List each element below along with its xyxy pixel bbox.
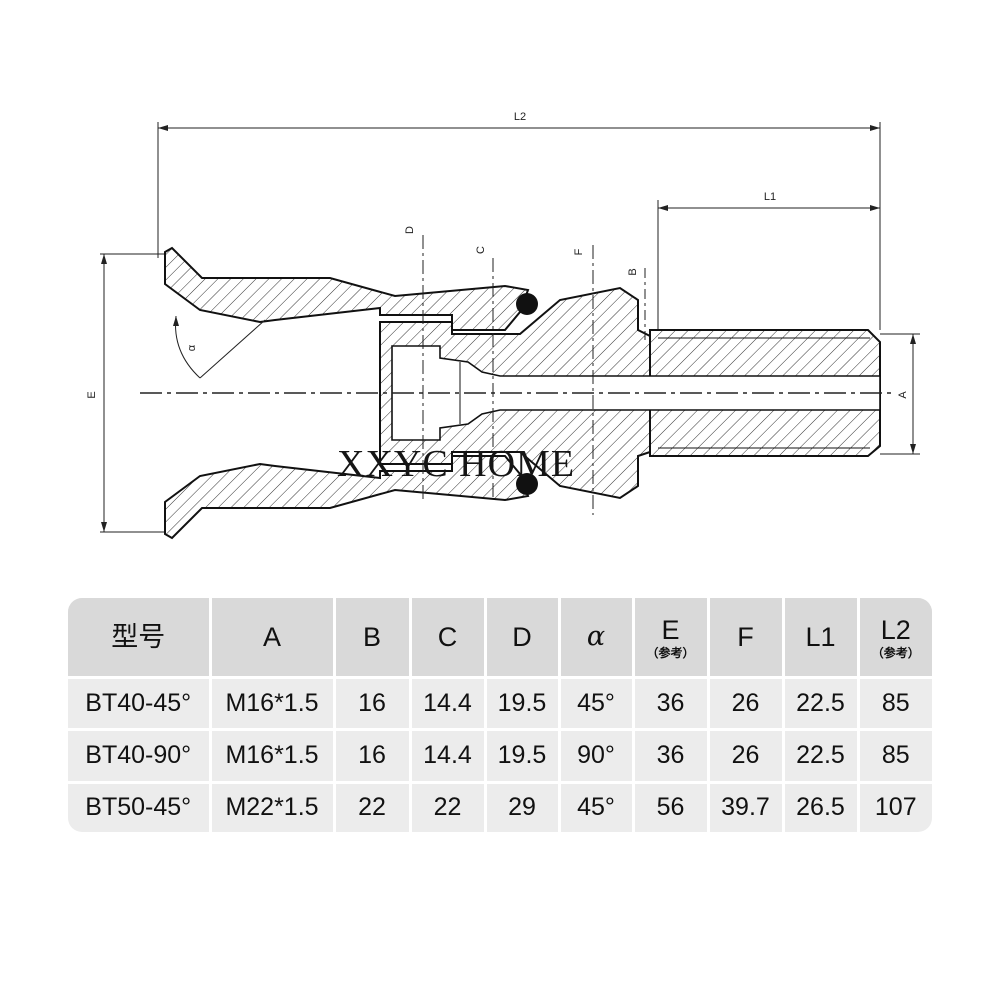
- cell-model: BT50-45°: [68, 782, 212, 832]
- cell-l2: 85: [858, 729, 932, 784]
- spec-table: 型号 A B C D α E（参考） F L1 L2（参考） BT40-45° …: [68, 598, 932, 832]
- cell-alpha: 45°: [559, 677, 635, 732]
- cell-f: 26: [708, 677, 785, 732]
- cell-model: BT40-90°: [68, 729, 212, 784]
- cell-l1: 22.5: [783, 729, 860, 784]
- header-model: 型号: [68, 598, 212, 679]
- label-e: E: [86, 391, 98, 398]
- label-b: B: [627, 268, 639, 275]
- cell-d: 19.5: [485, 729, 561, 784]
- label-l1: L1: [764, 191, 776, 203]
- header-l2: L2（参考）: [858, 598, 932, 679]
- label-l2: L2: [514, 111, 526, 123]
- header-d: D: [485, 598, 561, 679]
- label-d: D: [404, 226, 416, 234]
- cell-f: 39.7: [708, 782, 785, 832]
- header-alpha: α: [559, 598, 635, 679]
- watermark: XXYC HOME: [337, 443, 576, 485]
- header-a: A: [210, 598, 336, 679]
- header-f: F: [708, 598, 785, 679]
- cell-c: 14.4: [410, 729, 487, 784]
- cell-alpha: 45°: [559, 782, 635, 832]
- cell-e: 36: [633, 677, 710, 732]
- header-l1: L1: [783, 598, 860, 679]
- dimension-e: E: [86, 253, 165, 533]
- table-row: BT40-90° M16*1.5 16 14.4 19.5 90° 36 26 …: [68, 729, 932, 784]
- cell-l2: 85: [858, 677, 932, 732]
- technical-drawing: L2 L1 E A: [86, 111, 920, 540]
- header-e: E（参考）: [633, 598, 710, 679]
- cell-b: 16: [334, 729, 412, 784]
- o-ring-top: [516, 293, 538, 315]
- cell-d: 29: [485, 782, 561, 832]
- cell-a: M16*1.5: [210, 677, 336, 732]
- table-header-row: 型号 A B C D α E（参考） F L1 L2（参考）: [68, 598, 932, 679]
- cell-e: 56: [633, 782, 710, 832]
- dimension-l2: L2: [157, 111, 881, 330]
- angle-alpha: α: [173, 315, 266, 379]
- cell-c: 14.4: [410, 677, 487, 732]
- reference-lines: [422, 235, 646, 515]
- header-b: B: [334, 598, 412, 679]
- dimension-l1: L1: [657, 191, 880, 330]
- label-c: C: [475, 246, 487, 254]
- table-row: BT50-45° M22*1.5 22 22 29 45° 56 39.7 26…: [68, 782, 932, 832]
- cell-model: BT40-45°: [68, 677, 212, 732]
- cell-b: 22: [334, 782, 412, 832]
- o-ring-bottom: [516, 473, 538, 495]
- cell-l1: 22.5: [783, 677, 860, 732]
- cell-a: M16*1.5: [210, 729, 336, 784]
- cell-l1: 26.5: [783, 782, 860, 832]
- label-f: F: [573, 248, 585, 255]
- label-alpha: α: [186, 344, 198, 351]
- cell-c: 22: [410, 782, 487, 832]
- label-a: A: [897, 391, 909, 399]
- cell-f: 26: [708, 729, 785, 784]
- cell-a: M22*1.5: [210, 782, 336, 832]
- cell-l2: 107: [874, 793, 917, 822]
- dimension-a: A: [880, 333, 920, 455]
- cell-e: 36: [633, 729, 710, 784]
- cell-b: 16: [334, 677, 412, 732]
- cell-d: 19.5: [485, 677, 561, 732]
- table-row: BT40-45° M16*1.5 16 14.4 19.5 45° 36 26 …: [68, 677, 932, 732]
- lower-body-section: [164, 455, 530, 540]
- header-c: C: [410, 598, 487, 679]
- upper-body-section: [164, 246, 530, 331]
- cell-alpha: 90°: [559, 729, 635, 784]
